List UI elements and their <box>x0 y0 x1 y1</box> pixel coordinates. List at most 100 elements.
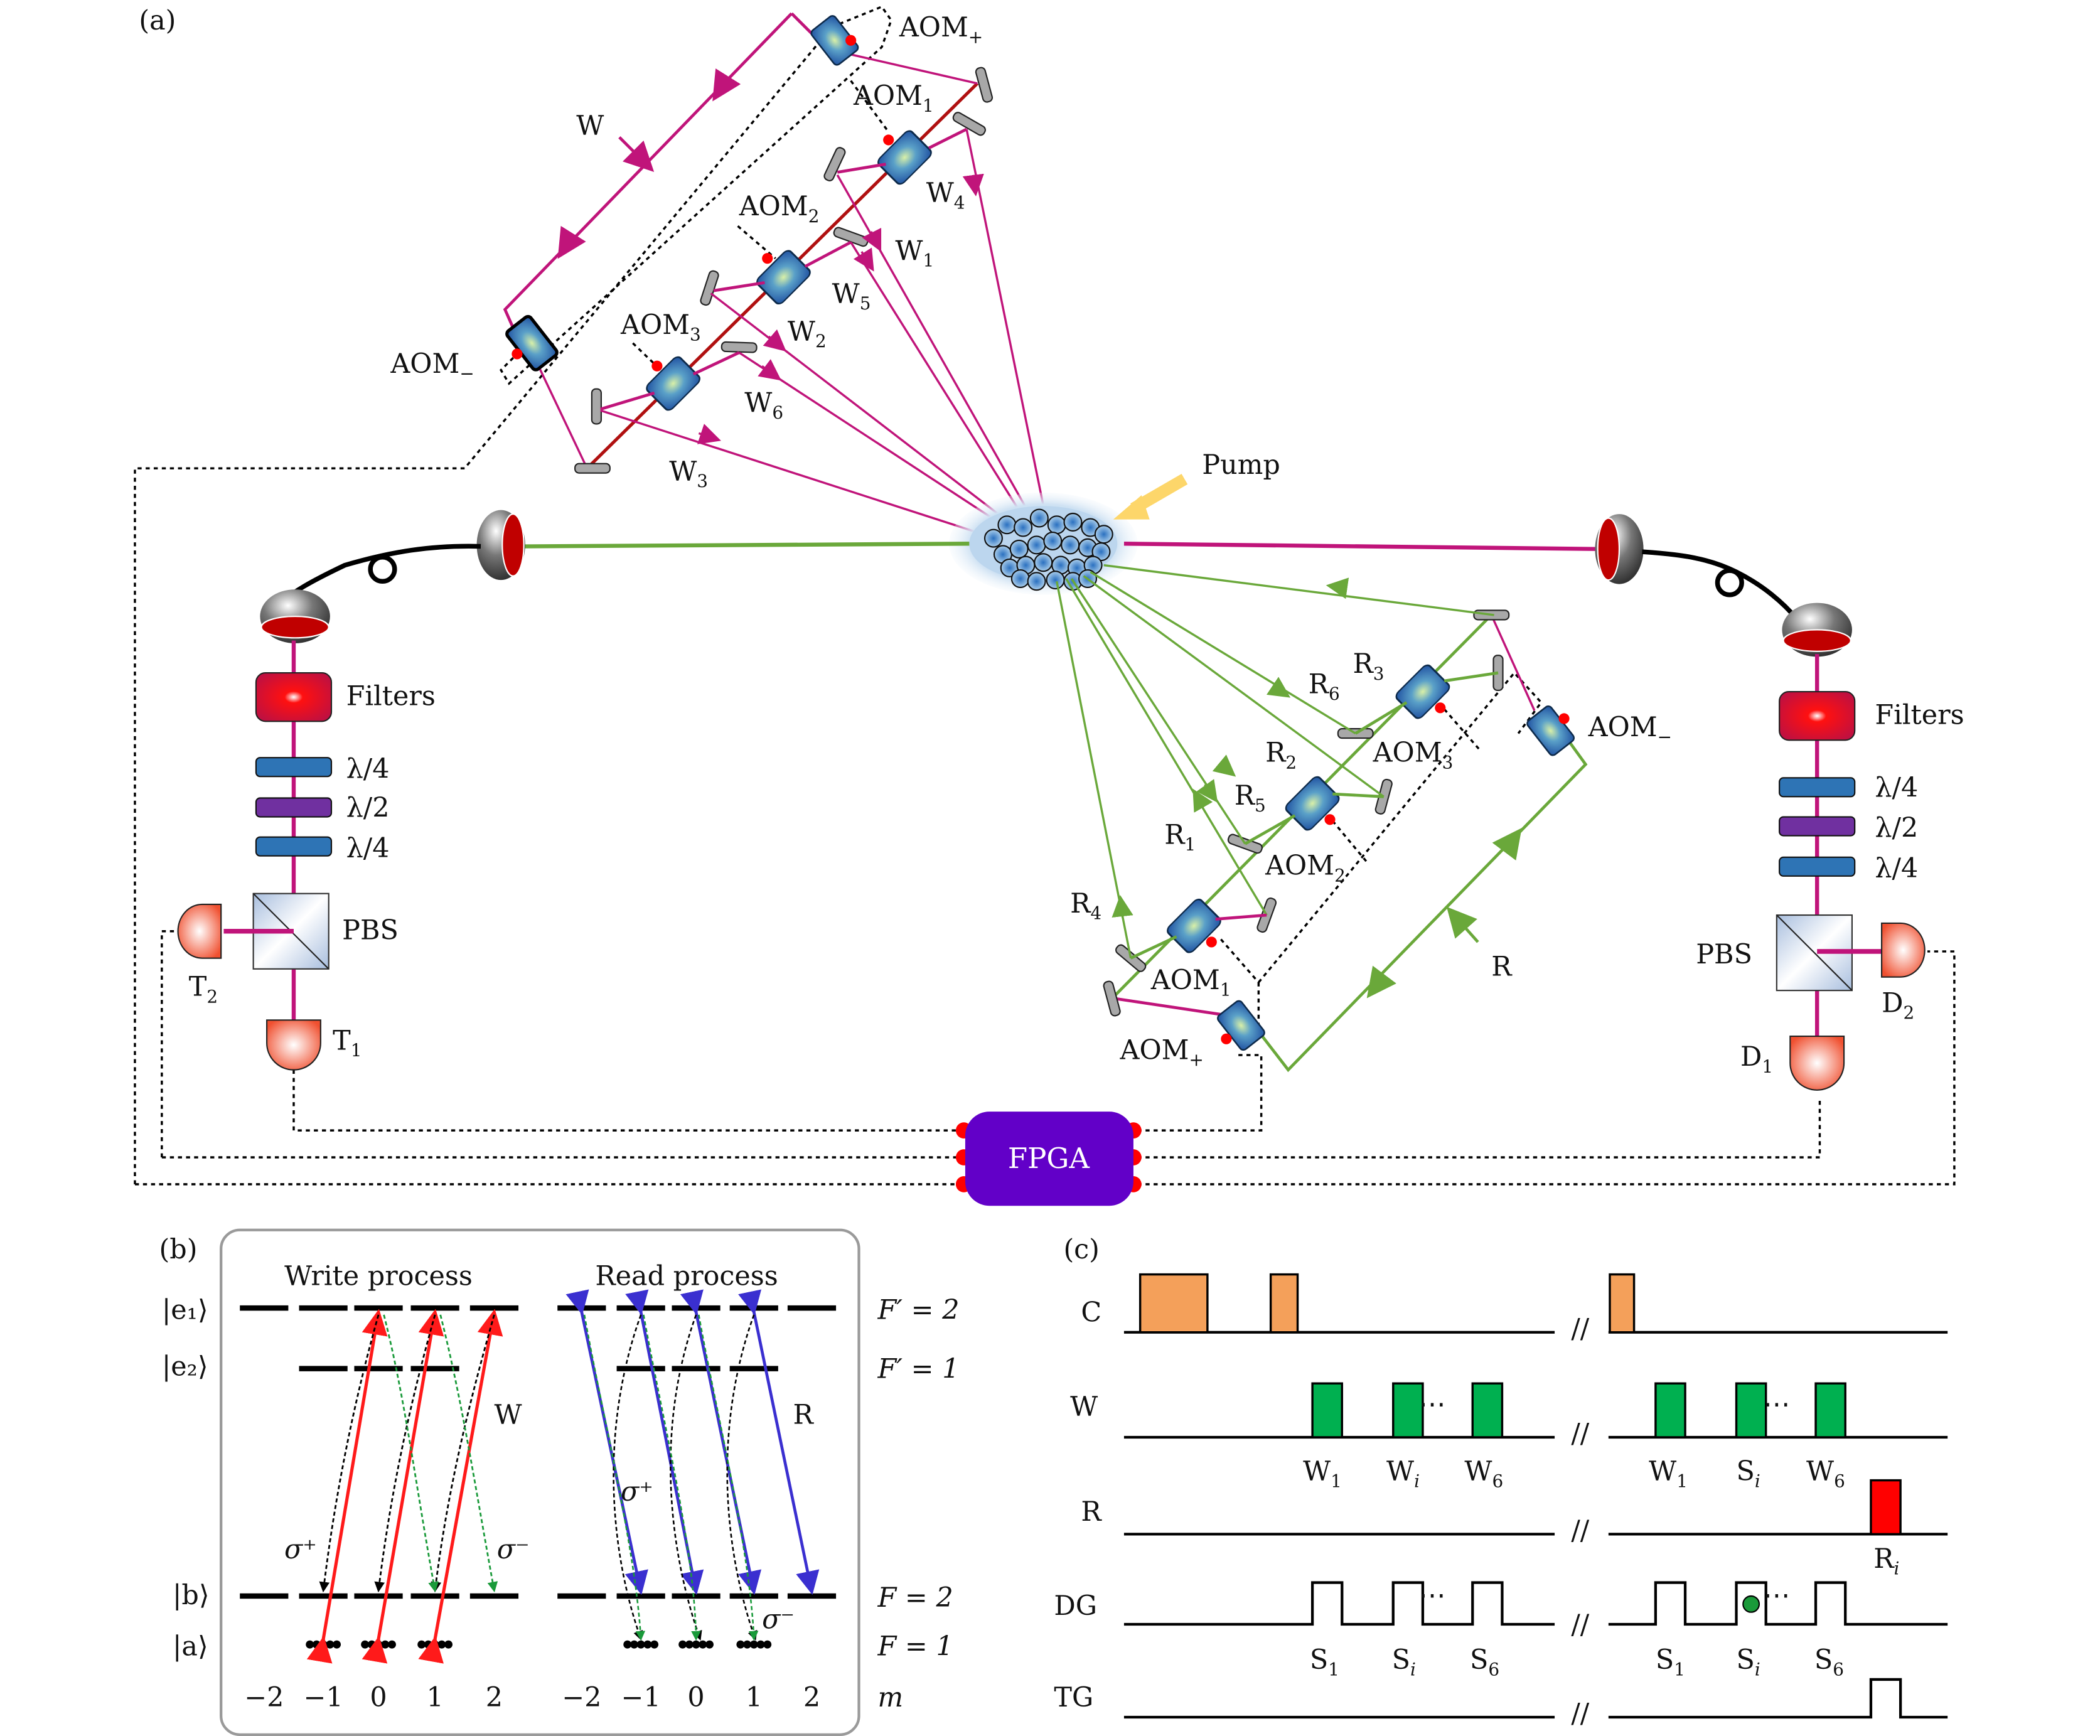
write-photon-beam-to-right <box>1123 542 1602 552</box>
control-line-read-aom <box>1137 1076 1263 1132</box>
pulse-w <box>1311 1382 1344 1439</box>
label-aom-minus-write: AOM− <box>390 348 474 384</box>
aom1-read-driver-dot <box>1206 936 1217 948</box>
fpga-box[interactable] <box>965 1112 1133 1206</box>
pulse-c <box>1138 1273 1209 1334</box>
label-aom-plus-write: AOM+ <box>899 12 983 48</box>
label-w2: W2 <box>788 316 827 351</box>
m-value: −2 <box>562 1682 601 1713</box>
aom3-read[interactable] <box>1394 663 1451 721</box>
label-aom3-read: AOM3 <box>1373 737 1454 773</box>
read-aom-plus-lead <box>1238 1054 1263 1077</box>
half-wave-plate-right[interactable] <box>1779 816 1856 837</box>
ground-atom <box>650 1640 659 1649</box>
mirror <box>952 112 986 136</box>
label-pbs-right: PBS <box>1696 939 1752 970</box>
aom2-read-to-left-mirror <box>1244 814 1296 845</box>
read-beam-fan <box>1056 564 1499 960</box>
pulse-label: W1 <box>1303 1456 1342 1492</box>
aom2-write[interactable] <box>755 249 812 306</box>
detector-d1[interactable] <box>1789 1035 1845 1091</box>
m-values-write: −2 −1 0 1 2 <box>244 1682 503 1713</box>
gate-dg-left <box>1123 1581 1555 1626</box>
arrow-r3 <box>1326 577 1349 599</box>
fiber-loop-right <box>1715 568 1744 597</box>
quarter-wave-plate-right-2[interactable] <box>1779 856 1856 877</box>
aom1-read-to-mirror <box>1215 913 1267 921</box>
control-line-d1 <box>1137 1096 1821 1159</box>
panel-b: (b) Write process Read process |e₁⟩ |e₂⟩… <box>159 1228 959 1736</box>
label-aom1-read: AOM1 <box>1150 965 1231 1000</box>
atom <box>983 528 1003 548</box>
read-input-arrow <box>1446 906 1479 943</box>
pulse-w <box>1471 1382 1504 1439</box>
beam-r2 <box>1083 575 1385 798</box>
ground-atom <box>623 1640 632 1649</box>
pulse-w <box>1735 1382 1767 1439</box>
break-mark: // <box>1571 1609 1589 1641</box>
panel-c: (c) C W R DG TG W1 Wi W6 W1 Si W6 Ri S1 … <box>1054 1234 1948 1730</box>
detector-d2[interactable] <box>1881 922 1926 978</box>
detector-t2[interactable] <box>177 903 222 959</box>
arrow-w1 <box>862 227 882 252</box>
aom-minus-write[interactable] <box>505 314 559 372</box>
control-line-t2 <box>161 930 176 1157</box>
half-wave-plate-left[interactable] <box>255 797 333 818</box>
ellipsis: ⋯ <box>1763 1388 1790 1420</box>
write-feed-beam <box>847 53 978 85</box>
pump-arrow-head <box>1113 495 1150 520</box>
label-aom2-write: AOM2 <box>739 191 820 227</box>
write-beam-fan <box>600 127 1051 547</box>
s-labels-right: S1 Si S6 <box>1656 1644 1844 1680</box>
m-value: 0 <box>370 1682 387 1713</box>
write-arrow-up <box>712 68 741 102</box>
label-sigma-minus-write: σ⁻ <box>497 1534 530 1565</box>
detector-t1[interactable] <box>266 1019 321 1071</box>
beam-r6 <box>1090 571 1356 735</box>
label-w5: W5 <box>832 278 871 314</box>
aom2-driver-dot <box>762 253 773 264</box>
aom2-read[interactable] <box>1284 775 1341 832</box>
label-pbs-left: PBS <box>342 915 399 946</box>
filters-right[interactable] <box>1779 691 1856 741</box>
atom <box>997 515 1017 535</box>
mirror <box>700 270 719 306</box>
quarter-wave-plate-left-1[interactable] <box>255 757 333 778</box>
label-aom2-read: AOM2 <box>1265 850 1346 886</box>
aom3-write[interactable] <box>645 355 702 412</box>
pulse-w <box>1392 1382 1424 1439</box>
label-qwp-right-2: λ/4 <box>1875 853 1918 884</box>
aom1-write[interactable] <box>876 129 933 186</box>
atom <box>1047 515 1066 535</box>
read-arrow-down <box>1366 965 1396 999</box>
aom1-read[interactable] <box>1165 897 1223 955</box>
aom-plus-write[interactable] <box>810 14 859 67</box>
read-input-beam <box>1250 739 1588 1073</box>
quarter-wave-plate-right-1[interactable] <box>1779 777 1856 798</box>
right-detection-chain: Filters λ/4 λ/2 λ/4 PBS D2 D1 <box>1595 514 1964 1091</box>
label-aom-minus-read: AOM− <box>1588 712 1672 747</box>
break-mark: // <box>1571 1313 1589 1344</box>
filters-left[interactable] <box>255 672 333 722</box>
ground-atom <box>643 1640 652 1649</box>
atom <box>1063 512 1083 532</box>
label-pump: Pump <box>1202 449 1280 481</box>
decay-green <box>583 1314 646 1641</box>
pulse-w <box>1654 1382 1686 1439</box>
label-w6: W6 <box>744 387 783 423</box>
aom1-control-lead-read <box>1220 938 1260 983</box>
pbs-diagonal <box>1776 914 1853 991</box>
arrow-r2 <box>1212 754 1236 777</box>
aom1-read-to-left-mirror <box>1130 935 1177 960</box>
write-input-arrow <box>618 136 655 172</box>
atomic-ensemble <box>949 492 1138 595</box>
quarter-wave-plate-left-2[interactable] <box>255 836 333 857</box>
beam-r4 <box>1056 581 1132 958</box>
label-t2: T2 <box>189 972 218 1007</box>
label-read-input: R <box>1491 951 1513 983</box>
label-w3: W3 <box>669 456 708 491</box>
ground-atom <box>756 1640 765 1649</box>
arrow-r4 <box>1112 894 1133 918</box>
fpga-unit[interactable]: FPGA <box>955 1112 1142 1206</box>
aom3-read-to-mirror <box>1444 671 1499 683</box>
